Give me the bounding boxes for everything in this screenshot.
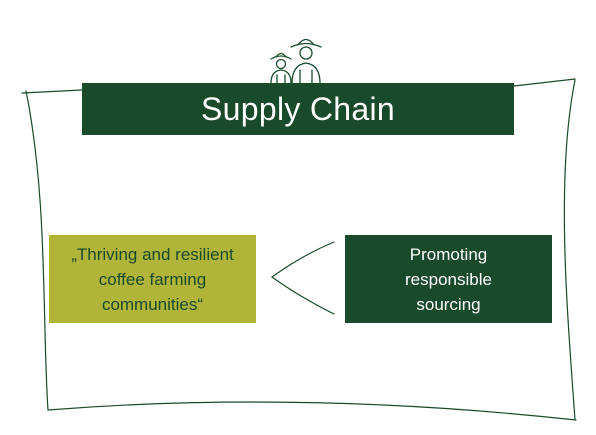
diagram-title: Supply Chain — [201, 90, 395, 127]
goal-box: „Thriving and resilient coffee farming c… — [49, 235, 256, 323]
action-text: Promoting responsible sourcing — [405, 244, 492, 314]
arrow-chevron-icon — [270, 241, 335, 315]
farmers-icon — [270, 38, 322, 84]
action-box: Promoting responsible sourcing — [345, 235, 552, 323]
frame-lines — [21, 78, 577, 421]
goal-text: „Thriving and resilient coffee farming c… — [71, 244, 234, 314]
title-banner: Supply Chain — [82, 83, 514, 135]
